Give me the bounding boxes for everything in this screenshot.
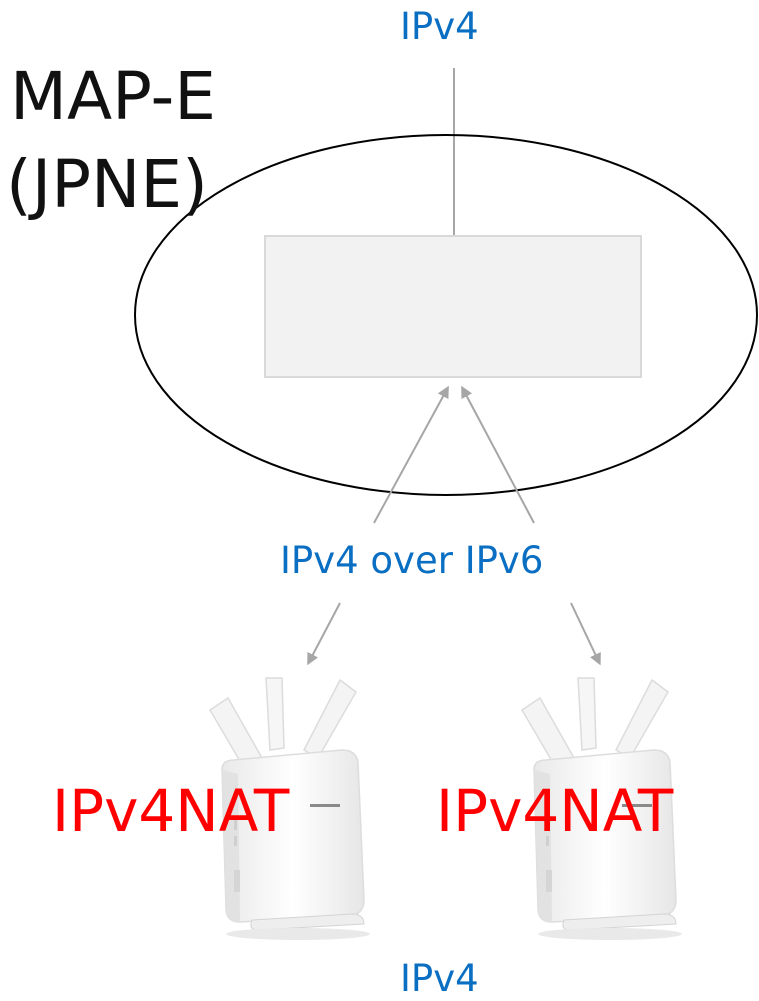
map-e-title: MAP-E — [10, 58, 216, 135]
jpne-title: (JPNE) — [6, 146, 208, 223]
map-e-ellipse — [134, 134, 758, 496]
router-left-nat-label: IPv4NAT — [52, 777, 290, 845]
router-arrow-right — [570, 602, 601, 666]
router-right-nat-label: IPv4NAT — [436, 777, 674, 845]
bottom-ipv4-label: IPv4 — [400, 957, 479, 1000]
tunnel-arrow-left — [373, 385, 449, 524]
top-ipv4-label: IPv4 — [400, 5, 479, 48]
tunnel-arrow-right — [461, 385, 535, 524]
ipv4-over-ipv6-label: IPv4 over IPv6 — [280, 539, 544, 582]
router-arrow-left — [307, 602, 341, 666]
border-relay-box — [264, 235, 642, 378]
